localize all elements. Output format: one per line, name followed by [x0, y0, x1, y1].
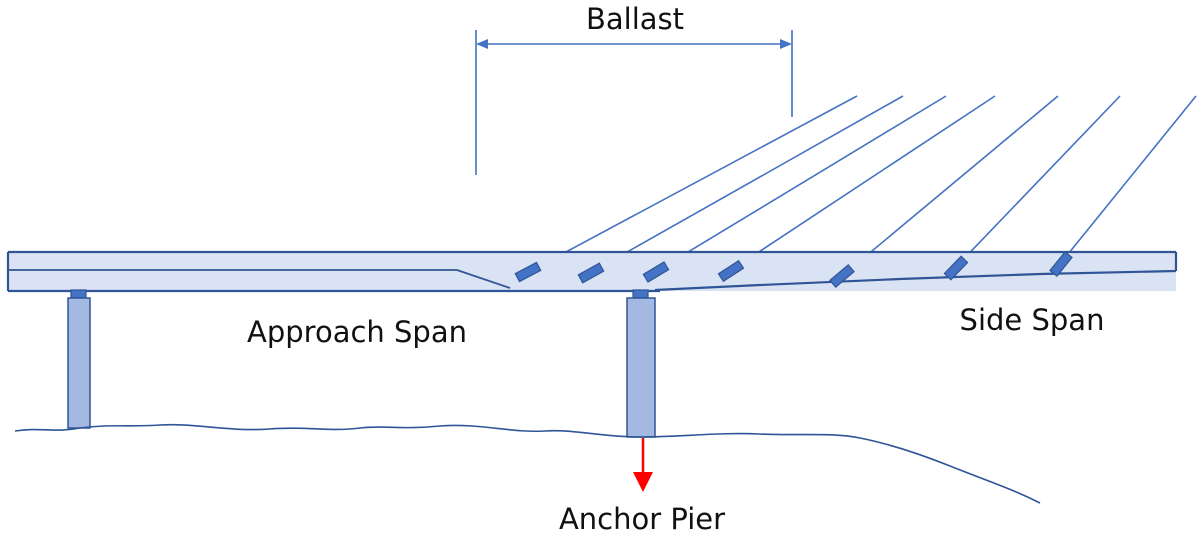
cable-anchor-block [829, 263, 855, 289]
stay-cable [841, 95, 1059, 277]
left-pier-bearing [70, 289, 87, 299]
cable-anchor-block [1049, 250, 1073, 278]
deck-soffit-taper [654, 269, 1177, 292]
anchor-pier-label: Anchor Pier [559, 502, 725, 536]
anchor-arrow-head [633, 472, 653, 492]
left-pier [67, 289, 91, 429]
deck-ballast-fill [457, 252, 1176, 290]
stay-cable [729, 95, 996, 272]
stay-cable [589, 95, 904, 274]
left-pier-column [67, 297, 91, 429]
cable-anchor-block [514, 261, 542, 283]
stay-cable [1059, 95, 1197, 265]
anchor-pier [626, 289, 656, 438]
anchor-pier-arrow [633, 438, 653, 492]
anchor-pier-column [626, 297, 656, 438]
stay-cable [954, 95, 1121, 269]
stay-cables [522, 95, 1197, 277]
ballast-dimension [475, 30, 793, 175]
ballast-arrowhead-right [780, 39, 792, 49]
cable-anchor-block [577, 262, 605, 284]
approach-span-label: Approach Span [247, 315, 467, 349]
cable-anchor-block [717, 259, 745, 283]
ground-line [14, 423, 1041, 504]
ballast-arrowhead-left [476, 39, 488, 49]
stay-cable [522, 95, 858, 276]
cable-anchor-block [642, 261, 670, 283]
stay-cable [654, 95, 947, 273]
ballast-label: Ballast [586, 2, 684, 36]
cable-anchors [514, 250, 1073, 289]
ballast-compartment-line [8, 269, 511, 289]
anchor-pier-bearing [632, 289, 649, 299]
cable-anchor-block [943, 255, 969, 281]
side-span-label: Side Span [960, 303, 1105, 337]
